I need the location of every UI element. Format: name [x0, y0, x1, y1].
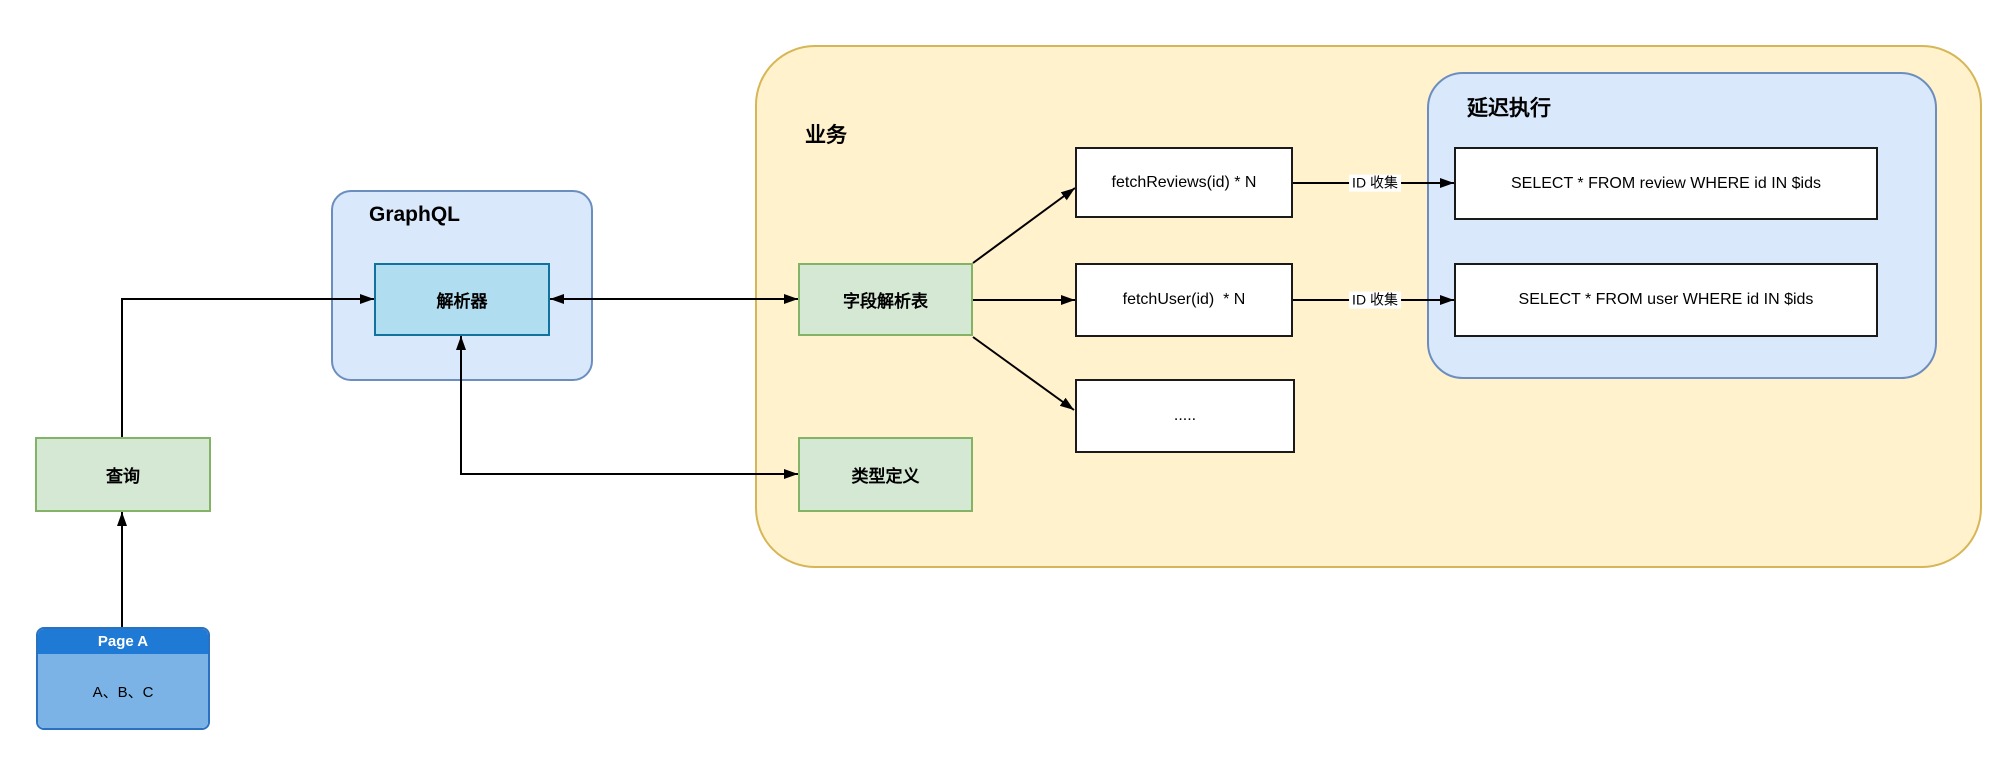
edge-fieldtable-to-fetchreviews — [972, 187, 1076, 264]
fetch-reviews-node: fetchReviews(id) * N — [1075, 147, 1293, 218]
select-review-node: SELECT * FROM review WHERE id IN $ids — [1454, 147, 1878, 220]
graphql-container-label: GraphQL — [369, 203, 461, 226]
edge-resolver-typedef-bidirectional — [456, 336, 798, 479]
deferred-execution-label: 延迟执行 — [1467, 97, 1551, 120]
resolver-node: 解析器 — [374, 263, 550, 336]
select-user-node: SELECT * FROM user WHERE id IN $ids — [1454, 263, 1878, 337]
id-collect-label-user: ID 收集 — [1349, 291, 1401, 309]
edge-fieldtable-to-ellipsis — [972, 336, 1075, 411]
query-node: 查询 — [35, 437, 211, 512]
page-a-node: Page A A、B、C — [36, 627, 210, 730]
edge-query-to-resolver — [121, 294, 374, 437]
id-collect-label-reviews: ID 收集 — [1349, 174, 1401, 192]
page-a-content: A、B、C — [38, 654, 208, 728]
ellipsis-node: ..... — [1075, 379, 1295, 453]
page-a-title: Page A — [38, 629, 208, 654]
fetch-user-node: fetchUser(id) * N — [1075, 263, 1293, 337]
type-definition-node: 类型定义 — [798, 437, 973, 512]
business-container-label: 业务 — [805, 124, 847, 147]
field-resolve-table-node: 字段解析表 — [798, 263, 973, 336]
